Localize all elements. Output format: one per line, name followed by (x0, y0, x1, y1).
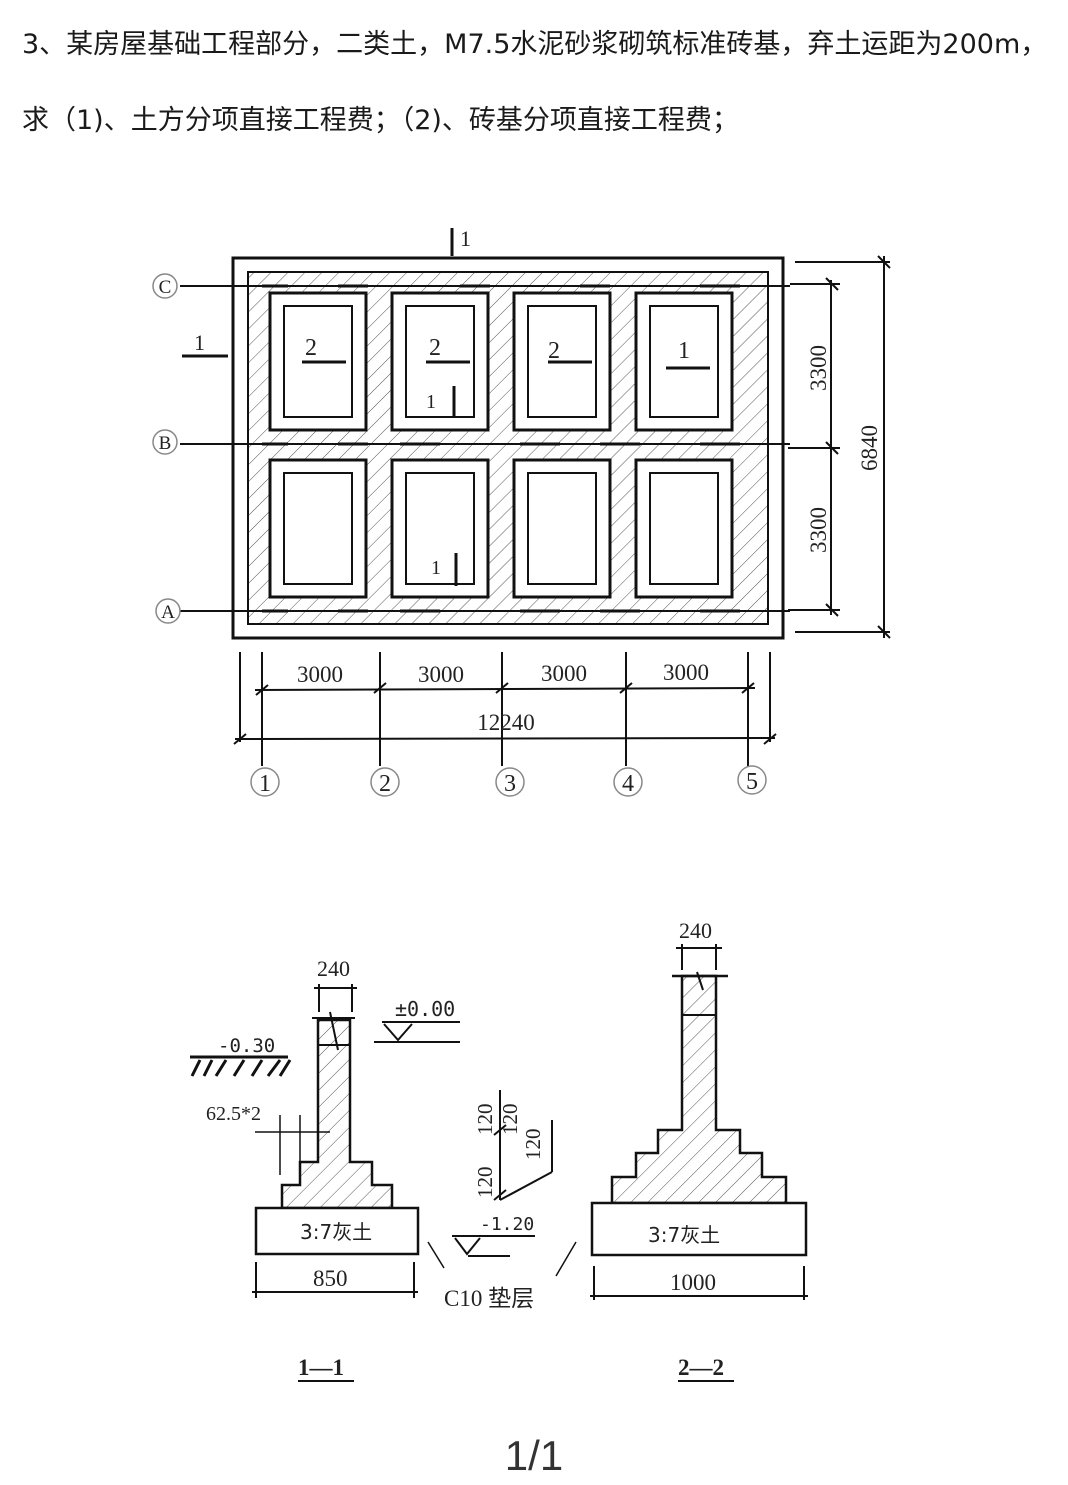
dim-span-2: 3000 (418, 662, 464, 687)
step-height-2: 120 (498, 1104, 522, 1136)
dim-span-y-1: 3300 (806, 345, 831, 391)
lime-soil-pad-1-1 (254, 1206, 420, 1256)
brick-footing-2-2 (610, 974, 788, 1205)
foundation-plan (180, 228, 790, 640)
section-1-1-pad-label: 3:7灰土 (300, 1220, 372, 1244)
axis-label-1: 1 (259, 771, 271, 797)
problem-line-1: 3、某房屋基础工程部分，二类土，M7.5水泥砂浆砌筑标准砖基，弃土运距为200m… (22, 29, 1048, 60)
axis-bubble-b (152, 429, 178, 455)
axis-bubble-1 (250, 767, 280, 797)
step-height-detail (452, 1090, 553, 1257)
dim-total-y: 6840 (857, 425, 882, 471)
section-2-2-pad-label: 3:7灰土 (648, 1223, 720, 1247)
section-mark-room-c2: 2 (429, 335, 441, 361)
axis-bubble-a (155, 598, 181, 624)
axis-bubble-5 (737, 765, 767, 795)
section-1-1 (190, 984, 460, 1298)
axis-label-3: 3 (504, 771, 516, 797)
lime-soil-pad-2-2 (590, 1201, 808, 1257)
bottom-dimensions (233, 652, 777, 766)
axis-label-c: C (159, 277, 172, 298)
axis-label-a: A (161, 602, 175, 623)
dim-span-y-2: 3300 (806, 507, 831, 553)
room-c4 (634, 291, 734, 432)
section-1-1-step-dim: 62.5*2 (206, 1103, 261, 1125)
section-1-1-level-ground: -0.30 (218, 1035, 275, 1057)
step-height-1: 120 (473, 1104, 497, 1136)
right-dimensions (788, 255, 891, 639)
section-level-bottom: -1.20 (480, 1214, 534, 1235)
section-2-2-wall-dim: 240 (679, 918, 712, 943)
axis-bubble-c (152, 273, 178, 299)
section-mark-top: 1 (460, 226, 471, 251)
axis-label-5: 5 (746, 769, 758, 795)
section-mark-room-c2-v: 1 (426, 391, 436, 413)
dim-span-1: 3000 (297, 662, 343, 687)
axis-bubble-3 (495, 767, 525, 797)
dim-span-3: 3000 (541, 661, 587, 686)
page-indicator: 1/1 (504, 1432, 564, 1479)
section-2-2-width-dim: 1000 (670, 1270, 716, 1295)
note-c10-pad: C10 垫层 (444, 1286, 534, 1311)
axis-bubble-2 (370, 767, 400, 797)
dim-span-4: 3000 (663, 660, 709, 685)
dim-total-x: 12240 (477, 710, 535, 735)
room-b2 (390, 458, 490, 599)
section-mark-room-b2-v: 1 (431, 557, 441, 579)
plan-outer-border (231, 256, 785, 640)
section-1-1-width-dim: 850 (313, 1266, 348, 1291)
step-height-3: 120 (473, 1167, 497, 1199)
room-b1 (268, 458, 368, 599)
problem-line-2: 求（1)、土方分项直接工程费；（2)、砖基分项直接工程费； (22, 105, 739, 136)
section-mark-room-c3: 2 (548, 338, 560, 364)
room-b3 (512, 458, 612, 599)
room-b4 (634, 458, 734, 599)
section-mark-left: 1 (194, 330, 205, 355)
step-height-4: 120 (521, 1129, 545, 1161)
section-mark-room-c4: 1 (678, 338, 690, 364)
section-mark-room-c1: 2 (305, 335, 317, 361)
section-1-1-level-top: ±0.00 (395, 997, 455, 1021)
axis-bubble-4 (613, 767, 643, 797)
axis-label-4: 4 (622, 771, 634, 797)
axis-label-2: 2 (379, 771, 391, 797)
section-2-2-title: 2—2 (678, 1355, 724, 1380)
section-1-1-title: 1—1 (298, 1355, 344, 1380)
axis-label-b: B (159, 433, 172, 454)
section-2-2 (590, 944, 808, 1300)
section-1-1-wall-dim: 240 (317, 956, 350, 981)
